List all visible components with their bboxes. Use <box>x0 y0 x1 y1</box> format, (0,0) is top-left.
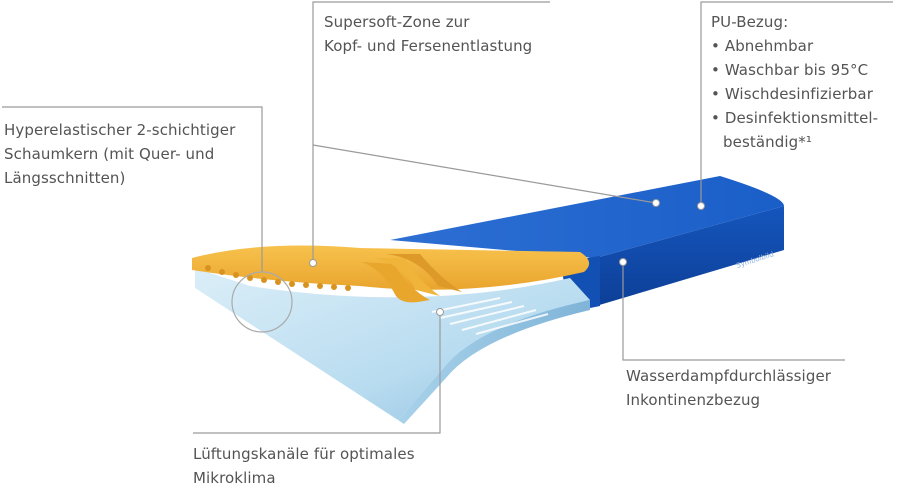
incontinence-cover-label: Wasserdampfdurchlässiger Inkontinenzbezu… <box>626 364 831 412</box>
egg-crate-profile <box>205 265 351 291</box>
peeled-fold-2 <box>372 258 440 296</box>
detail-magnifier-circle <box>231 271 293 333</box>
cover-top-surface <box>390 176 784 258</box>
ventilation-channels <box>431 297 549 335</box>
ventilation-channels-label: Lüftungskanäle für optimales Mikroklima <box>193 442 415 490</box>
leader-lines <box>2 1 893 434</box>
core-line-3: Längsschnitten) <box>4 169 126 187</box>
callout-dots <box>309 199 705 316</box>
pu-bullet-washable: Waschbar bis 95°C <box>711 58 878 82</box>
ventilation-line-2: Mikroklima <box>193 469 276 487</box>
supersoft-line-2: Kopf- und Fersenentlastung <box>324 37 533 55</box>
core-line-1: Hyperelastischer 2-schichtiger <box>4 121 236 139</box>
incontinence-line-1: Wasserdampfdurchlässiger <box>626 367 832 385</box>
peeled-fold-3 <box>386 254 462 292</box>
pu-bullet-removable: Abnehmbar <box>711 34 878 58</box>
pu-bullet-wipe-disinfectable: Wischdesinfizierbar <box>711 82 878 106</box>
core-line-2: Schaumkern (mit Quer- und <box>4 145 215 163</box>
foam-core-front <box>398 300 590 424</box>
supersoft-zone-label: Supersoft-Zone zur Kopf- und Fersenentla… <box>324 10 532 58</box>
pu-bullet-disinfectant-resistant: Desinfektionsmittel- <box>711 106 878 130</box>
cover-front-face <box>596 206 784 306</box>
incontinence-line-2: Inkontinenzbezug <box>626 391 761 409</box>
supersoft-line-1: Supersoft-Zone zur <box>324 13 470 31</box>
foam-core-label: Hyperelastischer 2-schichtiger Schaumker… <box>4 118 235 190</box>
peeled-fold-1 <box>360 262 430 303</box>
pu-bullet-continuation: beständig*¹ <box>723 133 812 151</box>
pu-cover-label: PU-Bezug: Abnehmbar Waschbar bis 95°C Wi… <box>711 10 878 154</box>
pu-cover-title: PU-Bezug: <box>711 13 789 31</box>
ventilation-line-1: Lüftungskanäle für optimales <box>193 445 415 463</box>
foam-core-body <box>195 268 590 420</box>
